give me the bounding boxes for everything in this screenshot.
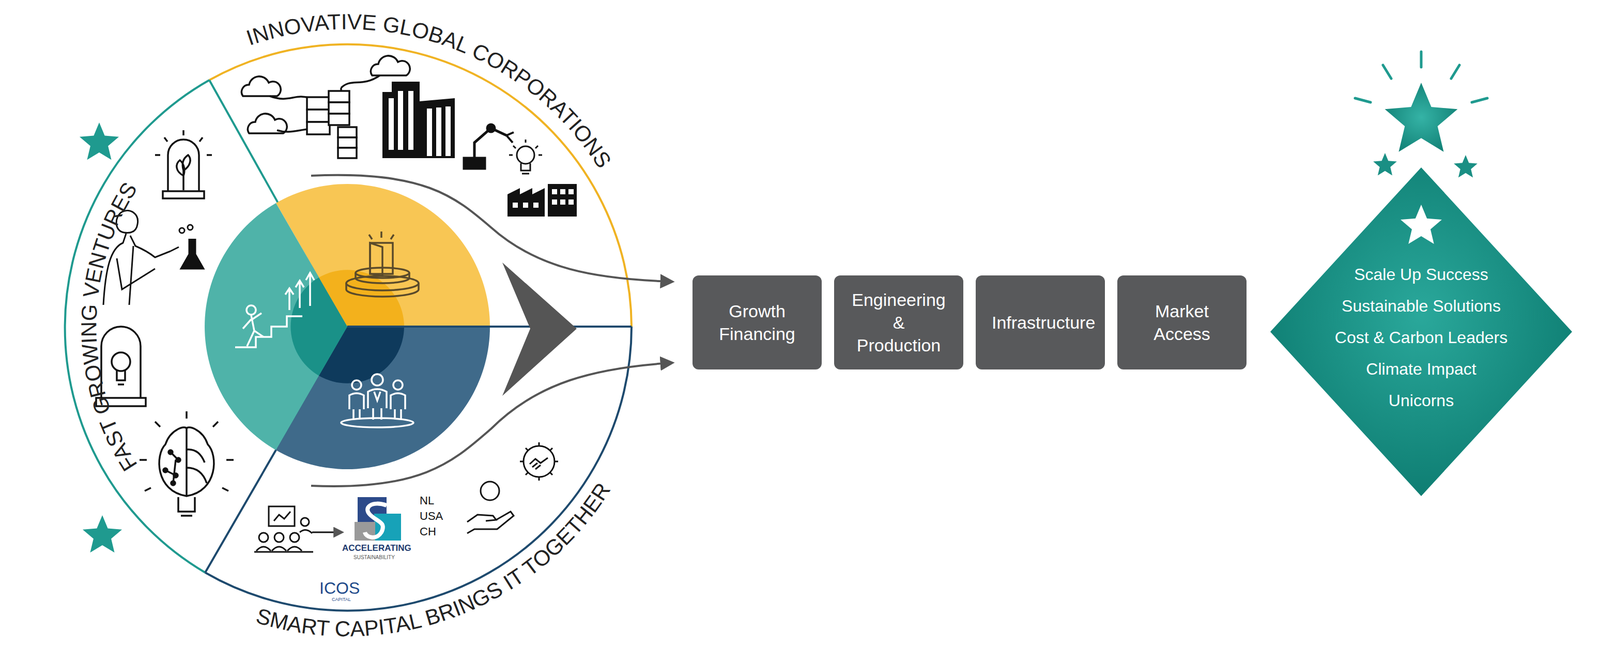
arrow-symbol xyxy=(312,531,343,534)
factory-icon xyxy=(507,183,577,217)
arc-heading: INNOVATIVE GLOBAL CORPORATIONS xyxy=(243,9,617,173)
arc-heading: SMART CAPITAL BRINGS IT TOGETHER xyxy=(253,478,616,642)
outcome-text: Cost & Carbon Leaders xyxy=(1334,327,1508,348)
logo-text: ICOS xyxy=(319,579,360,597)
box-label: Engineering & Production xyxy=(850,288,948,358)
flow-arrow xyxy=(311,175,672,282)
stairs-climber-icon xyxy=(235,272,315,348)
arc-heading: SMART CAPITAL BRINGS IT TOGETHER xyxy=(253,478,616,642)
box-label: Growth Financing xyxy=(708,299,806,346)
outcome-text: Climate Impact xyxy=(1365,359,1476,379)
brain-bulb-icon xyxy=(139,411,234,516)
logo-text: CAPITAL xyxy=(331,597,351,603)
team-icon xyxy=(341,374,414,428)
country-code: NL xyxy=(419,495,435,507)
plant-bell-jar-icon xyxy=(155,130,212,199)
country-code: USA xyxy=(419,510,443,522)
robot-arm-icon xyxy=(464,124,514,169)
hand-dollar-icon xyxy=(467,481,514,534)
office-buildings-icon xyxy=(382,81,455,159)
arc-heading: FAST GROWING VENTURES xyxy=(76,177,142,475)
outcome-text: Unicorns xyxy=(1388,390,1454,411)
logo-text: ACCELERATING xyxy=(342,543,412,553)
process-box: Growth Financing xyxy=(692,275,822,370)
flow-arrow xyxy=(311,362,672,487)
box-label: Market Access xyxy=(1133,299,1231,346)
country-code: CH xyxy=(419,526,437,538)
outcome-diamond: Scale Up SuccessSustainable SolutionsCos… xyxy=(1270,167,1573,497)
arc-heading: FAST GROWING VENTURES xyxy=(76,177,142,475)
curved-labels: INNOVATIVE GLOBAL CORPORATIONS FAST GROWI… xyxy=(76,9,617,641)
logo-text: SUSTAINABILITY xyxy=(353,555,395,561)
process-box: Engineering & Production xyxy=(834,275,964,370)
gear-handshake-icon xyxy=(519,442,559,481)
process-box: Infrastructure xyxy=(975,275,1105,370)
process-box: Market Access xyxy=(1117,275,1247,370)
arc-heading: INNOVATIVE GLOBAL CORPORATIONS xyxy=(243,9,617,173)
outcome-text: Scale Up Success xyxy=(1354,264,1489,285)
outer-ring xyxy=(65,44,632,611)
inner-pie xyxy=(204,183,632,470)
accelerating-logo xyxy=(354,497,402,541)
burst-stars xyxy=(1355,51,1488,178)
chevron xyxy=(502,262,577,396)
door-podium-icon xyxy=(346,231,419,297)
meeting-group-icon xyxy=(254,506,314,552)
box-label: Infrastructure xyxy=(991,311,1089,334)
outcome-text: Sustainable Solutions xyxy=(1341,296,1501,316)
lightbulb-icon xyxy=(509,139,543,174)
